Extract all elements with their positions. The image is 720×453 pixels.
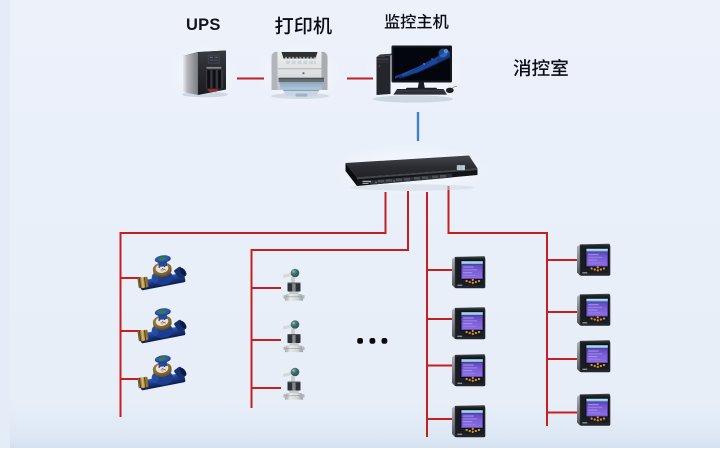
svg-text:UPS: UPS (186, 16, 221, 34)
